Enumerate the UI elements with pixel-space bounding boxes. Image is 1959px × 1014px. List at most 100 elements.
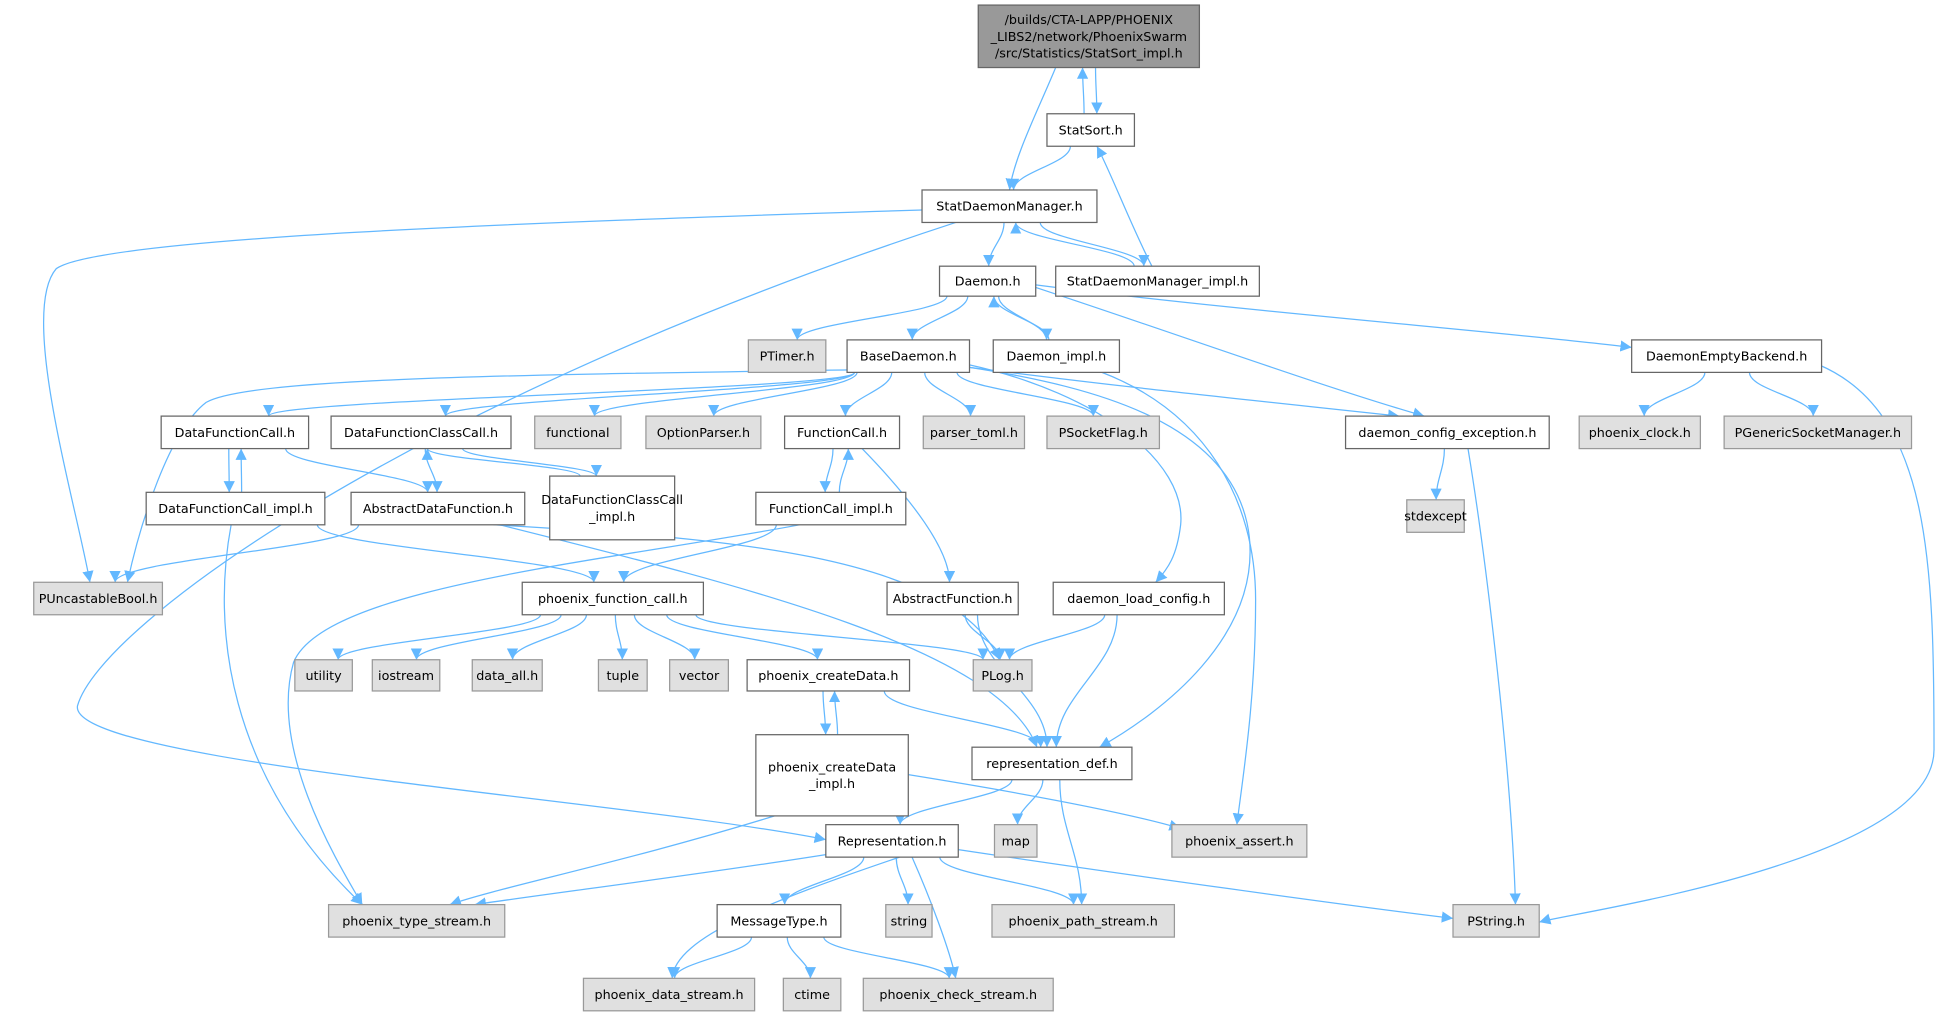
node-box	[549, 475, 676, 541]
node-PTS[interactable]: phoenix_type_stream.h	[327, 903, 506, 938]
node-ADF[interactable]: AbstractDataFunction.h	[350, 491, 526, 526]
node-utility[interactable]: utility	[294, 659, 353, 692]
node-label: vector	[679, 669, 720, 684]
node-vector[interactable]: vector	[669, 659, 730, 692]
edge-MsgType-to-ctime	[786, 937, 817, 979]
node-string[interactable]: string	[885, 903, 933, 938]
node-Daemon[interactable]: Daemon.h	[938, 265, 1037, 297]
edge-PCDimpl-to-PTS	[449, 815, 775, 907]
node-PString[interactable]: PString.h	[1452, 903, 1540, 938]
node-label: DaemonEmptyBackend.h	[1646, 350, 1807, 365]
edge-DLC-to-PLog	[1003, 614, 1106, 660]
node-data_all[interactable]: data_all.h	[471, 659, 543, 692]
node-DaemonImpl[interactable]: Daemon_impl.h	[992, 339, 1121, 374]
edge-Rep-to-string	[895, 857, 914, 905]
node-passert[interactable]: phoenix_assert.h	[1171, 824, 1308, 858]
node-label: /src/Statistics/StatSort_impl.h	[995, 47, 1183, 62]
node-RepDef[interactable]: representation_def.h	[971, 746, 1133, 781]
node-box	[886, 581, 1019, 616]
edge-PCDimpl-to-passert	[908, 774, 1181, 831]
node-DFCimpl[interactable]: DataFunctionCall_impl.h	[145, 491, 326, 526]
node-label: DataFunctionCall_impl.h	[158, 502, 312, 517]
node-box	[993, 824, 1038, 858]
node-box	[783, 415, 901, 450]
node-PSocketFlag[interactable]: PSocketFlag.h	[1046, 415, 1161, 450]
node-label: MessageType.h	[730, 914, 827, 929]
node-PCS[interactable]: phoenix_check_stream.h	[862, 977, 1054, 1012]
node-box	[1055, 265, 1260, 297]
node-ctime[interactable]: ctime	[782, 977, 842, 1012]
node-PCD[interactable]: phoenix_createData.h	[746, 659, 911, 692]
edge-FC-to-AF	[861, 448, 956, 583]
node-label: OptionParser.h	[657, 426, 750, 441]
node-BaseDaemon[interactable]: BaseDaemon.h	[846, 339, 971, 374]
edge-SDM-to-PUB	[43, 209, 923, 583]
node-label: phoenix_clock.h	[1589, 426, 1691, 441]
node-DCE[interactable]: daemon_config_exception.h	[1344, 415, 1550, 450]
node-label: utility	[305, 669, 342, 684]
node-Rep[interactable]: Representation.h	[825, 824, 959, 858]
node-box	[371, 659, 441, 692]
node-PFC[interactable]: phoenix_function_call.h	[521, 581, 705, 616]
node-tuple[interactable]: tuple	[597, 659, 648, 692]
node-label: ctime	[794, 988, 830, 1003]
node-OptionParser[interactable]: OptionParser.h	[645, 415, 762, 450]
node-SDMimpl[interactable]: StatDaemonManager_impl.h	[1055, 265, 1260, 297]
node-FCimpl[interactable]: FunctionCall_impl.h	[755, 491, 907, 526]
edge-DaemonImpl-to-Daemon	[988, 296, 1050, 341]
node-PUB[interactable]: PUncastableBool.h	[33, 581, 164, 616]
node-label: string	[891, 914, 928, 929]
node-box	[294, 659, 353, 692]
edge-Daemon-to-BaseDaemon	[906, 296, 969, 341]
node-functional[interactable]: functional	[534, 415, 622, 450]
node-DFCCimpl[interactable]: DataFunctionClassCall_impl.h	[541, 475, 683, 541]
edge-ADF-to-RepDef	[499, 524, 1039, 748]
node-parser_toml[interactable]: parser_toml.h	[922, 415, 1026, 450]
node-phoenix_clock[interactable]: phoenix_clock.h	[1578, 415, 1702, 450]
node-box	[1052, 581, 1225, 616]
node-label: PGenericSocketManager.h	[1735, 426, 1901, 441]
node-AF[interactable]: AbstractFunction.h	[886, 581, 1019, 616]
node-box	[160, 415, 310, 450]
edge-BaseDaemon-to-DLC	[969, 364, 1182, 583]
edge-BaseDaemon-to-PUB	[124, 369, 850, 583]
node-box	[33, 581, 164, 616]
edge-DFCimpl-to-PTS	[223, 524, 363, 906]
node-box	[1578, 415, 1702, 450]
node-map[interactable]: map	[993, 824, 1038, 858]
edge-DFCC-to-DFCCimpl	[461, 448, 602, 477]
edge-PFC-to-data_all	[506, 614, 588, 660]
node-DLC[interactable]: daemon_load_config.h	[1052, 581, 1225, 616]
node-root[interactable]: /builds/CTA-LAPP/PHOENIX_LIBS2/network/P…	[977, 4, 1201, 69]
edge-AF-to-PLog	[964, 614, 1006, 660]
node-DEB[interactable]: DaemonEmptyBackend.h	[1631, 339, 1823, 374]
node-PTimer[interactable]: PTimer.h	[747, 339, 827, 374]
edge-BaseDaemon-to-FC	[839, 372, 893, 417]
edge-BaseDaemon-to-DFCC	[440, 371, 856, 417]
node-StatSort[interactable]: StatSort.h	[1046, 113, 1136, 147]
node-SDM[interactable]: StatDaemonManager.h	[921, 189, 1098, 224]
node-stdexcept[interactable]: stdexcept	[1404, 499, 1467, 533]
node-DFCC[interactable]: DataFunctionClassCall.h	[330, 415, 512, 450]
edge-DFCCimpl-to-DFCC	[421, 448, 581, 477]
node-PCDimpl[interactable]: phoenix_createData_impl.h	[755, 734, 909, 817]
edge-DaemonImpl-to-passert	[1101, 371, 1257, 825]
node-PDS[interactable]: phoenix_data_stream.h	[582, 977, 756, 1012]
node-label: stdexcept	[1404, 510, 1467, 525]
node-box	[1631, 339, 1823, 374]
node-FC[interactable]: FunctionCall.h	[783, 415, 901, 450]
edge-BaseDaemon-to-PSocketFlag	[956, 372, 1099, 417]
node-PPS[interactable]: phoenix_path_stream.h	[991, 903, 1176, 938]
node-box	[1046, 113, 1136, 147]
node-box	[862, 977, 1054, 1012]
node-DFC[interactable]: DataFunctionCall.h	[160, 415, 310, 450]
node-PGSM[interactable]: PGenericSocketManager.h	[1723, 415, 1913, 450]
node-box	[521, 581, 705, 616]
node-MsgType[interactable]: MessageType.h	[716, 903, 842, 938]
node-iostream[interactable]: iostream	[371, 659, 441, 692]
node-label: PTimer.h	[760, 350, 815, 365]
node-PLog[interactable]: PLog.h	[972, 659, 1033, 692]
edge-DCE-to-stdexcept	[1430, 448, 1446, 500]
node-box	[1344, 415, 1550, 450]
node-box	[755, 491, 907, 526]
